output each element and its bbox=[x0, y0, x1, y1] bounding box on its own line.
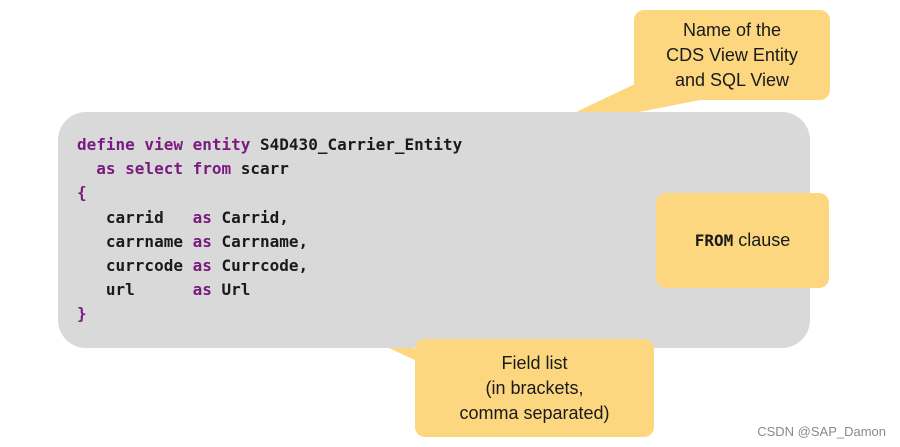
code-keyword: { bbox=[77, 183, 87, 203]
code-token: Url bbox=[211, 280, 251, 300]
code-line: currcode as Currcode, bbox=[77, 254, 462, 278]
field-list-callout-line1: Field list bbox=[501, 352, 568, 373]
entity-name-callout: Name of the CDS View Entity and SQL View bbox=[634, 10, 830, 100]
code-token: Carrid, bbox=[211, 207, 289, 227]
code-keyword: as select from bbox=[96, 159, 232, 179]
from-clause-label: clause bbox=[733, 230, 791, 250]
code-token: S4D430_Carrier_Entity bbox=[250, 135, 463, 154]
code-line: } bbox=[77, 302, 462, 326]
from-clause-callout: FROM clause bbox=[656, 193, 829, 288]
code-token: scarr bbox=[231, 159, 289, 179]
code-keyword: define view entity bbox=[77, 135, 251, 154]
code-keyword: as bbox=[192, 231, 212, 251]
code-keyword: } bbox=[77, 304, 87, 324]
field-list-callout-line3: comma separated) bbox=[459, 402, 610, 423]
code-keyword: as bbox=[192, 280, 212, 300]
entity-name-callout-line3: and SQL View bbox=[674, 69, 790, 90]
watermark: CSDN @SAP_Damon bbox=[757, 424, 886, 439]
code-line: define view entity S4D430_Carrier_Entity bbox=[77, 133, 462, 157]
entity-name-callout-line2: CDS View Entity bbox=[666, 44, 798, 65]
code-line: as select from scarr bbox=[77, 157, 462, 181]
code-token: currcode bbox=[77, 256, 193, 276]
entity-name-callout-line1: Name of the bbox=[682, 19, 782, 40]
code-keyword: as bbox=[192, 207, 212, 227]
code-token: Currcode, bbox=[211, 256, 309, 276]
from-keyword: FROM bbox=[694, 231, 734, 250]
code-token: carrid bbox=[77, 207, 193, 227]
code-token: Carrname, bbox=[211, 231, 309, 251]
code-line: carrname as Carrname, bbox=[77, 230, 462, 254]
cds-code-block: define view entity S4D430_Carrier_Entity… bbox=[77, 133, 462, 327]
field-list-callout: Field list (in brackets, comma separated… bbox=[415, 339, 654, 437]
code-keyword: as bbox=[192, 256, 212, 276]
code-token bbox=[77, 159, 96, 178]
from-clause-callout-text: FROM clause bbox=[695, 228, 791, 253]
code-line: carrid as Carrid, bbox=[77, 206, 462, 230]
code-token: url bbox=[77, 280, 193, 300]
code-line: url as Url bbox=[77, 278, 462, 302]
field-list-callout-line2: (in brackets, bbox=[485, 377, 584, 398]
code-line: { bbox=[77, 181, 462, 205]
code-token: carrname bbox=[77, 231, 193, 251]
